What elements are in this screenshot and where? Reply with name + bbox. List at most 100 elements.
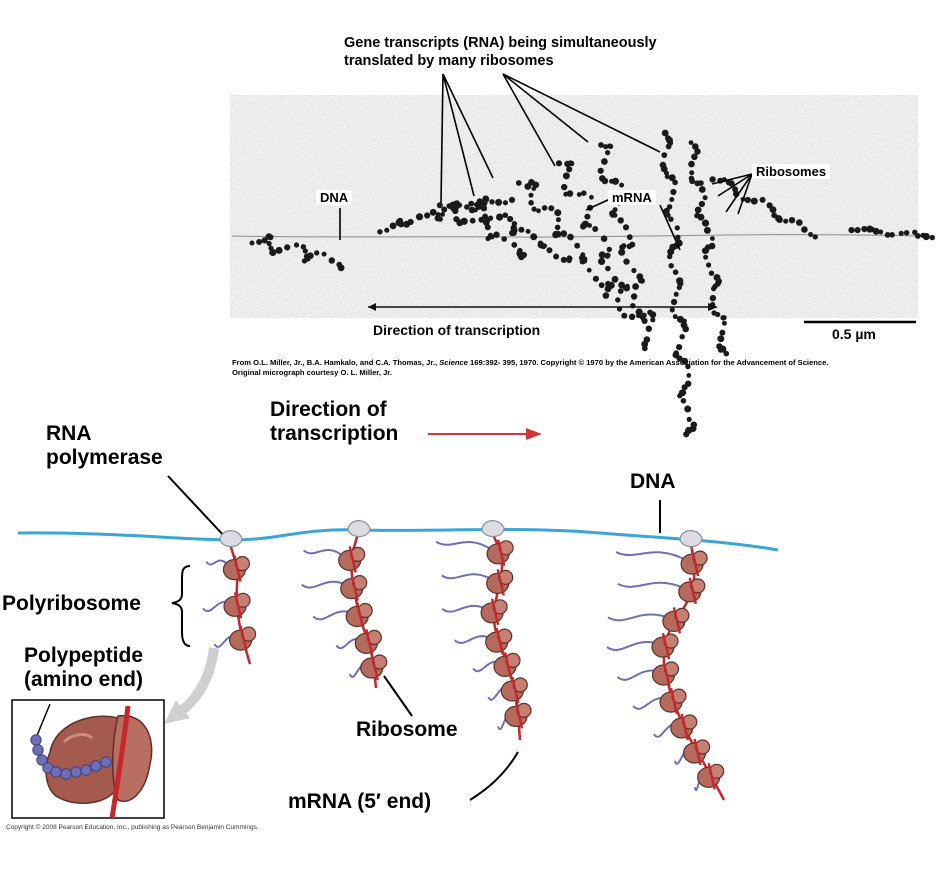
micrograph-mrna-pointer <box>585 198 611 211</box>
ribosome <box>500 676 528 704</box>
micrograph-title: Gene transcripts (RNA) being simultaneou… <box>344 35 657 69</box>
micrograph-ribosome-dot <box>389 222 397 230</box>
micrograph-ribosome-dot <box>801 226 808 233</box>
micrograph-ribosome-dot <box>436 202 443 209</box>
micrograph-ribosome-dot <box>589 194 594 200</box>
micrograph-ribosome-dot <box>709 176 716 183</box>
pearson-copyright: Copyright © 2008 Pearson Education, Inc.… <box>6 824 259 831</box>
micrograph-ribosome-dot <box>721 315 727 321</box>
label-polyribosome: Polyribosome <box>2 592 141 615</box>
micrograph-ribosome-dot <box>622 224 630 231</box>
micrograph-ribosome-dot <box>495 198 503 206</box>
amino-acid-bead <box>50 766 62 778</box>
label-ribosome: Ribosome <box>356 718 458 741</box>
micrograph-ribosome-dot <box>626 234 633 241</box>
micrograph-ribosome-dot <box>586 267 592 273</box>
micrograph-ribosome-dot <box>641 312 647 318</box>
micrograph-ribosome-dot <box>611 177 620 185</box>
micrograph-ribosome-dot <box>328 257 335 264</box>
micrograph-ribosome-dot <box>621 312 628 319</box>
micrograph-ribosome-dot <box>666 204 673 210</box>
ribosome <box>697 763 725 790</box>
micrograph-ribosome-dot <box>581 190 587 196</box>
micrograph-ribosome-dot <box>542 243 547 249</box>
ribosome <box>651 660 680 688</box>
micrograph-ribosome-dot <box>669 307 675 313</box>
micrograph-ribosome-dot <box>721 320 727 326</box>
micrograph-ribosome-dot <box>672 179 678 186</box>
micrograph-ribosome-dot <box>612 212 618 218</box>
ribosome <box>662 607 690 634</box>
micrograph-ribosome-dot <box>929 234 935 241</box>
diagram-mrna-end-pointer <box>469 751 519 801</box>
ribosome <box>682 738 711 766</box>
micrograph-polysomes <box>249 129 935 438</box>
micrograph-ribosome-dot <box>464 204 470 210</box>
micrograph-credit: From O.L. Miller, Jr., B.A. Hamkalo, and… <box>232 358 829 377</box>
micrograph-ribosome-dot <box>602 292 610 299</box>
micrograph-ribosome-dot <box>502 200 508 206</box>
micrograph-ribosome-dot <box>269 248 277 257</box>
micrograph-ribosome-dot <box>688 140 694 146</box>
micrograph-ribosome-dot <box>664 174 670 180</box>
micrograph-ribosome-dot <box>719 329 726 336</box>
micrograph-ribosome-dot <box>584 213 591 220</box>
micrograph-ribosome-dot <box>598 142 604 148</box>
micrograph-label-dna: DNA <box>316 190 353 205</box>
micrograph-ribosome-dot <box>686 416 692 422</box>
micrograph-ribosome-dot <box>600 235 608 242</box>
micrograph-ribosome-dot <box>668 216 674 222</box>
ribosome <box>678 577 706 605</box>
micrograph-ribosome-dot <box>437 216 443 222</box>
micrograph-ribosome-dot <box>300 244 307 250</box>
micrograph-ribosome-dot <box>275 246 283 254</box>
micrograph-ribosome-dot <box>674 225 680 231</box>
diagram-polymerases <box>219 520 703 548</box>
rna-polymerase <box>219 530 243 548</box>
micrograph-ribosome-dot <box>872 227 880 235</box>
micrograph-ribosome-dot <box>701 247 709 254</box>
micrograph-ribosome-dot <box>709 294 717 302</box>
micrograph-ribosome-dot <box>898 230 904 236</box>
micrograph-ribosome-dot <box>698 180 704 187</box>
inset-arrow-head <box>164 700 190 724</box>
micrograph-ribosome-dot <box>569 160 575 167</box>
inset-ribosome <box>30 703 153 819</box>
micrograph-ribosome-dot <box>302 248 308 254</box>
micrograph-ribosome-dot <box>682 325 689 333</box>
micrograph-ribosome-dot <box>566 190 574 197</box>
ribosome <box>223 592 251 619</box>
ribosome <box>222 555 250 582</box>
micrograph-ribosome-dot <box>587 223 592 228</box>
rna-polymerase <box>481 520 505 538</box>
micrograph-ribosome-dot <box>686 373 692 378</box>
micrograph-ribosome-dot <box>601 158 608 165</box>
micrograph-ribosome-dot <box>266 240 272 247</box>
micrograph-ribosome-dot <box>675 234 681 240</box>
micrograph-ribosome-dot <box>673 291 679 297</box>
micrograph-ribosome-dot <box>502 212 509 218</box>
micrograph-ribosome-dot <box>679 334 685 340</box>
micrograph-ribosome-dot <box>560 230 568 237</box>
micrograph-ribosome-dot <box>377 229 383 235</box>
micrograph-ribosome-dot <box>715 311 721 318</box>
micrograph-ribosome-dot <box>407 218 414 226</box>
micrograph-ribosome-dot <box>508 196 516 203</box>
micrograph-ribosome-dot <box>507 215 514 223</box>
micrograph-ribosome-dot <box>267 234 274 241</box>
micrograph-ribosome-dot <box>517 248 523 254</box>
label-direction-of-transcription: Direction of transcription <box>270 398 399 445</box>
micrograph-ribosome-dot <box>485 236 491 242</box>
ribosome <box>486 569 514 596</box>
micrograph-title-pointers <box>440 73 661 204</box>
micrograph-ribosome-dot <box>641 345 648 352</box>
micrograph-ribosome-dot <box>750 197 758 205</box>
micrograph-ribosome-dot <box>688 160 695 168</box>
micrograph-ribosome-dot <box>717 335 725 343</box>
micrograph-ribosome-dot <box>669 197 675 202</box>
micrograph-ribosome-dot <box>672 314 678 320</box>
micrograph-ribosome-dot <box>903 230 910 236</box>
micrograph-ribosome-dot <box>667 253 673 260</box>
micrograph-ribosome-dot <box>922 233 930 241</box>
